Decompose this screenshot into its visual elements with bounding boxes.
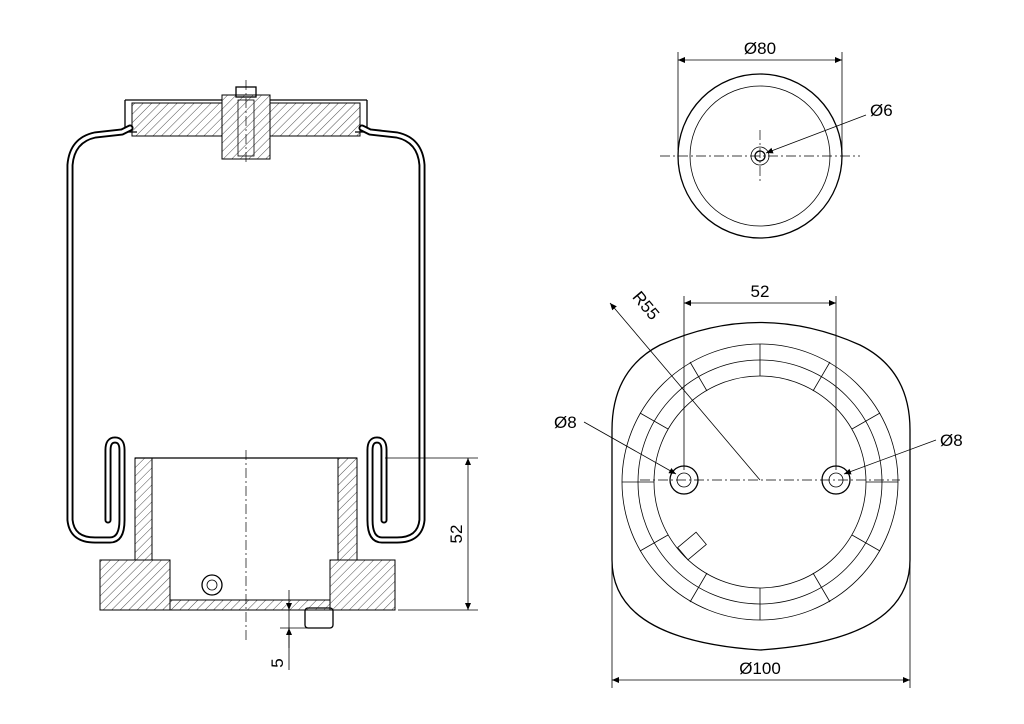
dim-label-52-bottom: 52 bbox=[751, 282, 770, 301]
dim-label-d100: Ø100 bbox=[739, 659, 781, 678]
dim-hole-spacing: 52 bbox=[683, 282, 837, 470]
bottom-view: 52 R55 Ø8 Ø8 Ø100 bbox=[554, 282, 963, 688]
dim-bottom-offset: 5 bbox=[268, 590, 310, 670]
dim-label-d6: Ø6 bbox=[870, 101, 893, 120]
side-view: 52 5 bbox=[66, 80, 478, 670]
bellow-section bbox=[66, 124, 426, 544]
top-plate-section bbox=[124, 80, 368, 165]
bottom-ribs bbox=[622, 344, 898, 620]
dim-outer-diameter: Ø100 bbox=[611, 560, 911, 688]
dim-right-hole: Ø8 bbox=[843, 431, 963, 475]
dim-label-52-side: 52 bbox=[447, 525, 466, 544]
dim-radius: R55 bbox=[609, 288, 761, 481]
dim-label-d8-right: Ø8 bbox=[940, 431, 963, 450]
dim-label-r55: R55 bbox=[629, 288, 664, 324]
piston-section bbox=[99, 450, 396, 640]
dim-left-hole: Ø8 bbox=[554, 413, 677, 475]
top-view: Ø80 Ø6 bbox=[660, 39, 893, 239]
dim-center-hole: Ø6 bbox=[765, 101, 893, 154]
dim-label-d80: Ø80 bbox=[744, 39, 776, 58]
dim-label-5: 5 bbox=[268, 658, 287, 667]
dim-label-d8-left: Ø8 bbox=[554, 413, 577, 432]
dim-plate-diameter: Ø80 bbox=[677, 39, 843, 150]
dim-piston-height: 52 bbox=[385, 457, 478, 611]
